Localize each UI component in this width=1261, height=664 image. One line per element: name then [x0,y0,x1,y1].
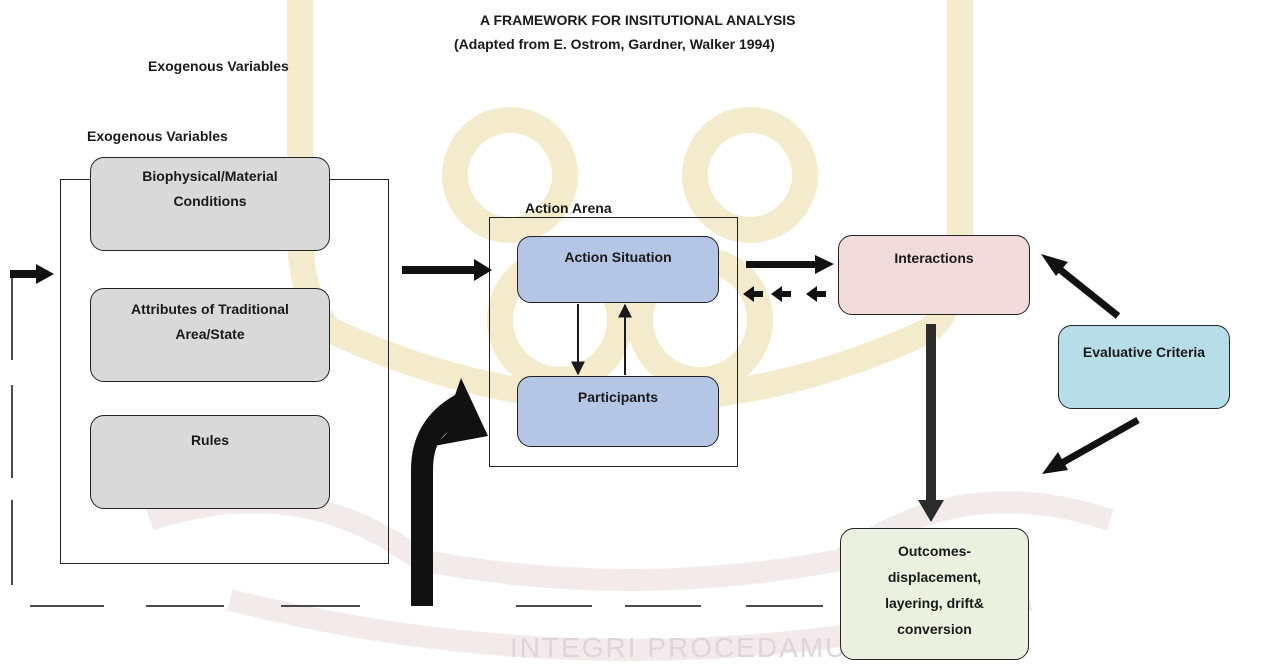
outcomes-box: Outcomes- displacement, layering, drift&… [840,528,1029,660]
exogenous-to-arena-arrow [402,259,492,281]
feedback-dashed-arrows [743,286,826,302]
diagram-title-line1: A FRAMEWORK FOR INSITUTIONAL ANALYSIS [480,12,796,28]
watermark-motto: INTEGRI PROCEDAMUS [510,632,869,663]
diagram-title-line2: (Adapted from E. Ostrom, Gardner, Walker… [454,36,775,52]
action-situation-box: Action Situation [517,236,719,303]
action-arena-frame [489,217,738,467]
action-arena-label: Action Arena [525,200,612,216]
exogenous-variables-label-top: Exogenous Variables [148,58,289,74]
evaluative-to-outcomes-arrow [1042,416,1140,474]
participants-box: Participants [517,376,719,447]
biophysical-conditions-text: Biophysical/Material Conditions [142,168,278,209]
exogenous-variables-label: Exogenous Variables [87,128,228,144]
outcomes-text: Outcomes- displacement, layering, drift&… [885,543,984,637]
evaluative-to-interactions-arrow [1041,254,1121,319]
evaluative-criteria-box: Evaluative Criteria [1058,325,1230,409]
attributes-text: Attributes of Traditional Area/State [131,301,289,342]
curved-feedback-arrow [411,378,488,606]
action-situation-text: Action Situation [564,249,672,265]
interactions-to-outcomes-arrow [918,324,944,522]
input-arrow [10,264,54,284]
interactions-text: Interactions [894,250,974,266]
interactions-box: Interactions [838,235,1030,315]
participants-text: Participants [577,389,659,405]
rules-box: Rules [90,415,330,509]
attributes-box: Attributes of Traditional Area/State [90,288,330,382]
evaluative-criteria-text: Evaluative Criteria [1082,344,1206,360]
biophysical-conditions-box: Biophysical/Material Conditions [90,157,330,251]
arena-to-interactions-arrow [746,255,834,274]
rules-text: Rules [190,432,230,448]
